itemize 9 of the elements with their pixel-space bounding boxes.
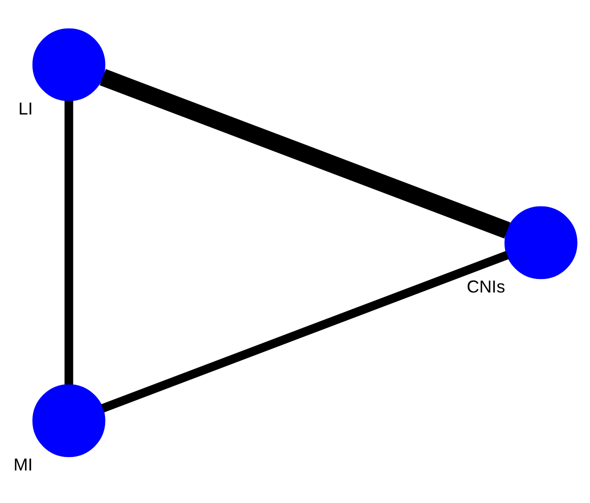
node-circle bbox=[32, 28, 106, 101]
node-circle bbox=[504, 206, 578, 279]
node-circle bbox=[32, 384, 106, 457]
connector bbox=[64, 100, 74, 384]
node-label: LI bbox=[18, 98, 33, 118]
connector bbox=[100, 68, 510, 238]
node-label: MI bbox=[14, 454, 33, 474]
connector bbox=[101, 250, 509, 412]
node-label: CNIs bbox=[466, 276, 506, 296]
